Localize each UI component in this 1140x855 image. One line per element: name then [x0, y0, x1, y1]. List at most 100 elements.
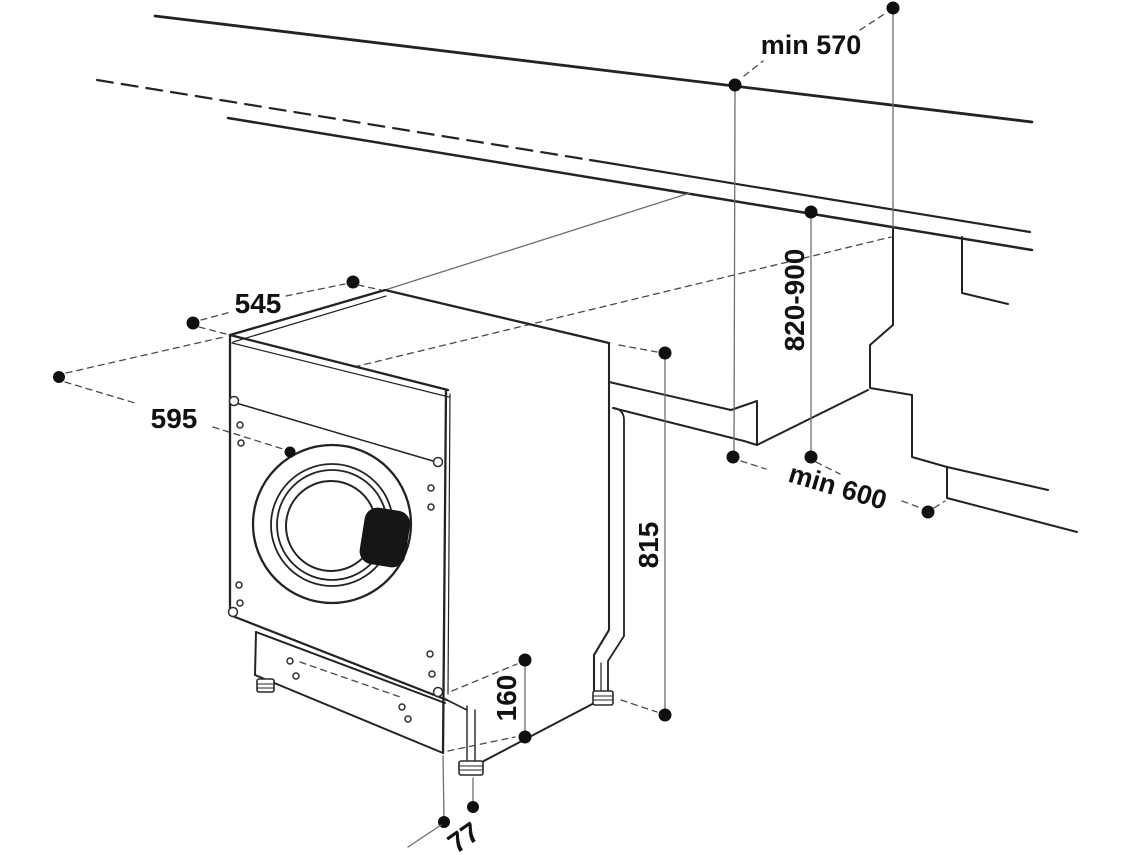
- dimension-dot: [921, 505, 935, 519]
- worktop-front-top-edge: [588, 158, 1032, 234]
- worktop-front-bottom-edge: [226, 116, 1034, 252]
- leader-line: [212, 426, 284, 450]
- leader-line: [357, 284, 382, 291]
- machine-front-bottom-edge: [228, 613, 449, 702]
- machine-front-right-inner-edge: [447, 393, 451, 695]
- dimension-label-front-width: 595: [151, 403, 198, 434]
- screw-hole: [228, 395, 240, 407]
- adjustable-feet: [256, 662, 614, 776]
- dimension-dot: [804, 450, 818, 464]
- leader-line: [933, 500, 946, 509]
- dimension-dash: [200, 311, 232, 321]
- leader-line: [451, 663, 518, 692]
- screw-hole: [427, 484, 435, 492]
- kitchen-cabinet: [869, 226, 1078, 533]
- dimension-dot: [658, 708, 672, 722]
- screw-hole: [235, 581, 243, 589]
- base-hidden-line: [299, 661, 404, 699]
- leader-line: [859, 12, 887, 31]
- cabinet-plinth-top-edge: [946, 466, 1049, 491]
- dimension-dash: [285, 283, 346, 297]
- screw-hole: [426, 650, 434, 658]
- front-left-foot-thread: [257, 683, 274, 689]
- front-panel-holes: [227, 395, 444, 698]
- back-right-foot-thread: [593, 695, 613, 701]
- base-hole: [286, 657, 294, 665]
- leader-line: [743, 60, 764, 77]
- niche-back-step-top: [608, 381, 758, 446]
- screw-hole: [432, 686, 444, 698]
- machine-top-left-inner-edge: [232, 295, 387, 343]
- base-hole: [404, 715, 412, 723]
- leader-line: [447, 736, 516, 752]
- side-bottom-front-cut: [446, 699, 468, 711]
- screw-hole: [432, 456, 444, 468]
- wall-top-edge: [153, 14, 1034, 124]
- screw-hole: [236, 599, 244, 607]
- niche-lines: [353, 192, 892, 446]
- front-left-foot: [256, 678, 275, 693]
- dimension-815: 815: [618, 344, 672, 722]
- dimension-label-plinth-height: 160: [491, 675, 522, 722]
- leader-line: [620, 699, 658, 713]
- worktop-front-top-edge-hidden: [95, 78, 592, 162]
- dimension-160: 160: [447, 653, 532, 752]
- mounting-bracket-line: [235, 402, 434, 462]
- dimension-dot: [53, 371, 65, 383]
- niche-floor-back-edge: [756, 389, 869, 446]
- leader-line: [65, 336, 225, 374]
- dimension-dot: [284, 446, 296, 458]
- machine-top-back-edges: [228, 288, 611, 345]
- dimension-label-niche-depth: min 570: [761, 30, 862, 60]
- niche-back-step-bottom: [612, 407, 758, 446]
- dimension-dot: [346, 275, 360, 289]
- base-bottom-edge: [254, 674, 444, 754]
- base-left-edge: [254, 631, 257, 676]
- dimension-dot: [518, 653, 532, 667]
- screw-hole: [237, 439, 245, 447]
- screw-hole: [428, 670, 436, 678]
- dimension-label-top-depth: 545: [235, 288, 282, 319]
- machine-top-front-inner-edge: [231, 342, 450, 398]
- machine-back-right-inner-edge: [607, 407, 625, 691]
- dimension-min-570: min 570: [728, 1, 900, 453]
- base-top-edge: [255, 631, 446, 704]
- machine-top-front-edge: [228, 333, 450, 392]
- leader-line: [198, 326, 227, 335]
- door-handle: [359, 507, 411, 568]
- cabinet-back-edge: [961, 236, 1009, 305]
- niche-back-top-line: [384, 192, 691, 291]
- leader-line: [815, 461, 841, 475]
- dimension-min-600: min 600: [726, 450, 946, 519]
- machine-back-right-edge: [592, 341, 611, 692]
- dimension-line: [442, 755, 445, 819]
- screw-hole: [236, 421, 244, 429]
- machine-side-bottom-edge: [479, 699, 601, 764]
- dimension-label-worktop-height: 820-900: [779, 249, 810, 352]
- machine-base: [254, 631, 446, 754]
- leader-line: [64, 381, 136, 404]
- dimension-545: 545: [186, 275, 382, 335]
- screw-hole: [227, 606, 239, 618]
- dimension-820-900: 820-900: [779, 205, 841, 475]
- dimension-label-height: 815: [633, 522, 664, 569]
- dimension-dash: [740, 460, 767, 470]
- front-right-foot: [458, 760, 484, 776]
- door-outer-ring: [251, 443, 413, 605]
- dimension-dot: [726, 450, 740, 464]
- porthole-door: [251, 443, 413, 605]
- dimension-dot: [804, 205, 818, 219]
- dimension-dot: [658, 346, 672, 360]
- washing-machine: [227, 288, 625, 776]
- worktop-lines: [95, 14, 1034, 252]
- dimension-dot: [518, 730, 532, 744]
- screw-hole: [427, 503, 435, 511]
- dimension-dot: [186, 316, 200, 330]
- leader-line: [407, 824, 442, 848]
- dimension-label-niche-width: min 600: [785, 458, 890, 515]
- dimension-dash: [901, 500, 922, 509]
- dimension-dot: [728, 78, 742, 92]
- dimension-line: [733, 90, 736, 453]
